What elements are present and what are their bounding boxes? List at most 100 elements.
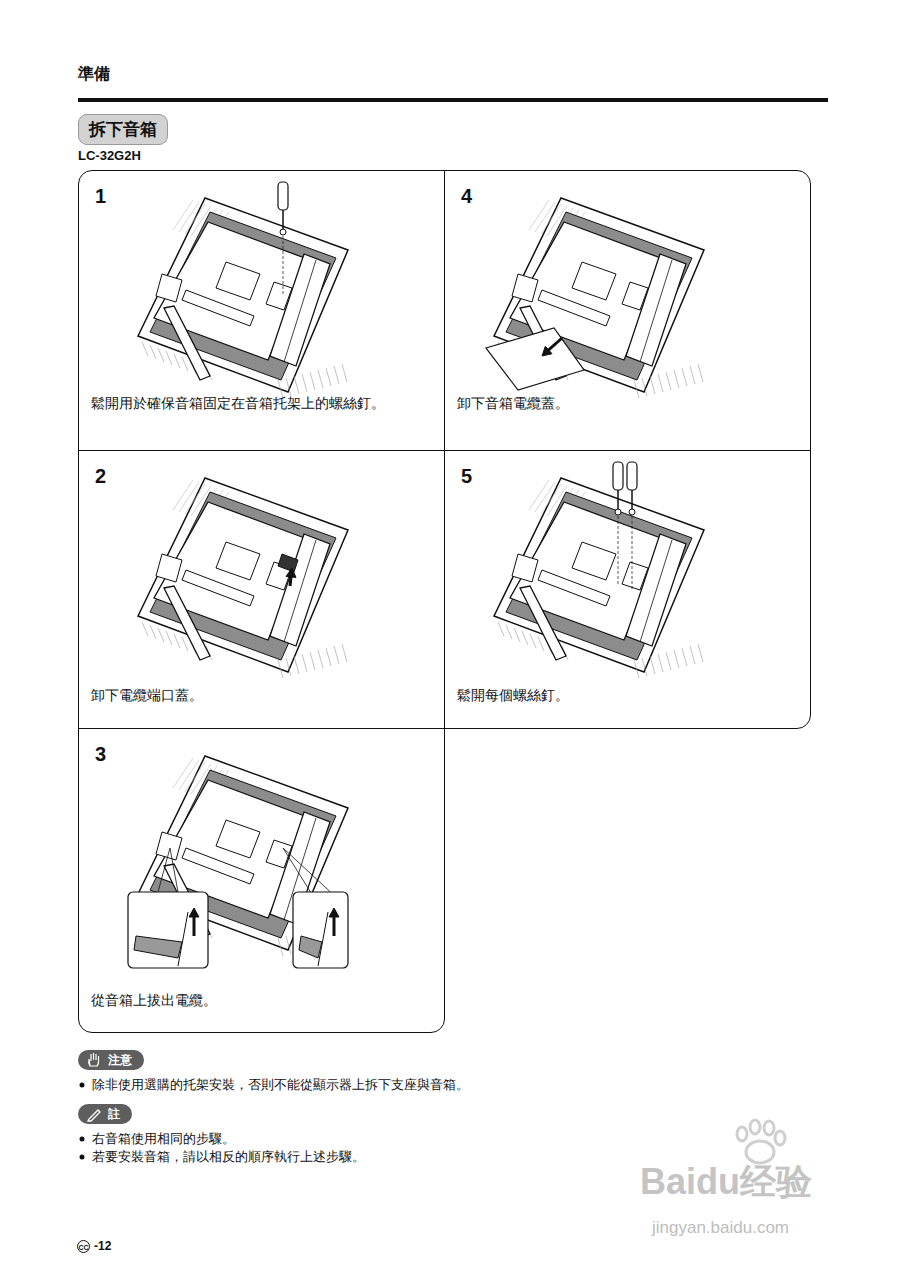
paw-toe [775, 1131, 785, 1145]
table-hatch [286, 658, 291, 676]
tv-panel-square [216, 542, 260, 580]
step-number: 3 [95, 743, 106, 766]
screwdriver-handle [627, 462, 637, 490]
table-hatch [158, 628, 164, 642]
table-hatch [506, 625, 512, 639]
step-panel: 3從音箱上拔出電纜。 [78, 728, 445, 1033]
table-hatch [326, 368, 331, 386]
table-hatch [522, 631, 528, 645]
step-panel: 5 鬆開每個螺絲釘。 [444, 450, 811, 729]
table-hatch [278, 660, 283, 678]
table-hatch [634, 380, 639, 398]
speaker [626, 254, 686, 366]
step-panel: 2卸下電纜端口蓋。 [78, 450, 445, 729]
table-hatch [682, 648, 687, 666]
table-hatch [286, 378, 291, 396]
step-number: 5 [461, 465, 472, 488]
table-hatch [182, 637, 188, 651]
table-hatch [634, 660, 639, 678]
table-top [138, 198, 348, 392]
watermark-url: jingyan.baidu.com [652, 1218, 789, 1238]
table-hatch [310, 652, 315, 670]
bullet [80, 1083, 85, 1088]
table-hatch [698, 364, 703, 382]
table-hatch [682, 368, 687, 386]
table-hatch [666, 652, 671, 670]
detail-inset [293, 892, 348, 968]
stand-bracket [156, 554, 182, 582]
guide-line [618, 516, 619, 585]
hand-icon [86, 1052, 102, 1068]
page-number: -12 [94, 1239, 111, 1253]
stand-leg [520, 586, 566, 660]
speaker-seam [640, 260, 672, 362]
table-hatch [342, 364, 347, 382]
step-caption: 鬆開每個螺絲釘。 [457, 687, 569, 705]
section-title: 拆下音箱 [78, 114, 168, 145]
paw-toe [764, 1121, 774, 1135]
note-text: 若要安裝音箱，請以相反的順序執行上述步驟。 [92, 1148, 365, 1166]
cloth-band [150, 492, 336, 660]
speaker-bracket [266, 282, 292, 310]
speaker-seam [284, 540, 316, 642]
stand-leg [164, 306, 210, 380]
speaker-seam [284, 260, 316, 362]
table-hatch [538, 637, 544, 651]
cable-port-cover [278, 554, 298, 572]
pencil-shape [88, 1110, 100, 1121]
step-caption: 鬆開用於確保音箱固定在音箱托架上的螺絲釘。 [91, 395, 385, 413]
pencil-icon [86, 1106, 102, 1122]
paw-toe [737, 1127, 747, 1141]
speaker-bracket [622, 562, 648, 590]
table-hatch [294, 656, 299, 674]
tv-panel-square [572, 542, 616, 580]
speaker [270, 254, 330, 366]
speaker-bracket [622, 282, 648, 310]
model-number: LC-32G2H [78, 148, 141, 163]
speaker [270, 534, 330, 646]
step-number: 2 [95, 465, 106, 488]
table-hatch [690, 646, 695, 664]
speaker [626, 534, 686, 646]
table-hatch [182, 357, 188, 371]
table-hatch [342, 644, 347, 662]
screw [629, 509, 635, 515]
callout-line [283, 848, 331, 892]
tv-rail [182, 848, 254, 884]
guide-line [632, 516, 633, 590]
table-hatch [650, 376, 655, 394]
table-hatch [150, 345, 156, 359]
table-hatch [286, 936, 291, 954]
screw [615, 509, 621, 515]
hand-shape [89, 1053, 99, 1066]
table-hatch [326, 648, 331, 666]
step-number: 4 [461, 185, 472, 208]
connector-plug [134, 936, 182, 958]
watermark: Baidu经验 [640, 1158, 812, 1207]
table-hatch [674, 370, 679, 388]
language-mark: CC [77, 1240, 90, 1253]
table-hatch [310, 372, 315, 390]
page-header: 準備 [78, 64, 110, 85]
table-hatch [514, 628, 520, 642]
bullet [80, 1155, 85, 1160]
step-illustration [138, 182, 348, 398]
screwdriver-shaft [631, 490, 633, 510]
screwdriver-handle [613, 462, 623, 490]
cable [178, 912, 188, 966]
bullet [80, 1137, 85, 1142]
table-hatch [318, 650, 323, 668]
table-hatch [166, 351, 172, 365]
table-hatch [142, 622, 148, 636]
tv-rail [182, 290, 254, 326]
tv-panel-square [572, 262, 616, 300]
note-text: 右音箱使用相同的步驟。 [92, 1130, 235, 1148]
table-hatch [658, 374, 663, 392]
table-hatch [334, 646, 339, 664]
step-illustration [128, 756, 348, 968]
table-hatch [650, 656, 655, 674]
step-number: 1 [95, 185, 106, 208]
speaker-seam [640, 540, 672, 642]
paw-watermark [737, 1120, 785, 1163]
